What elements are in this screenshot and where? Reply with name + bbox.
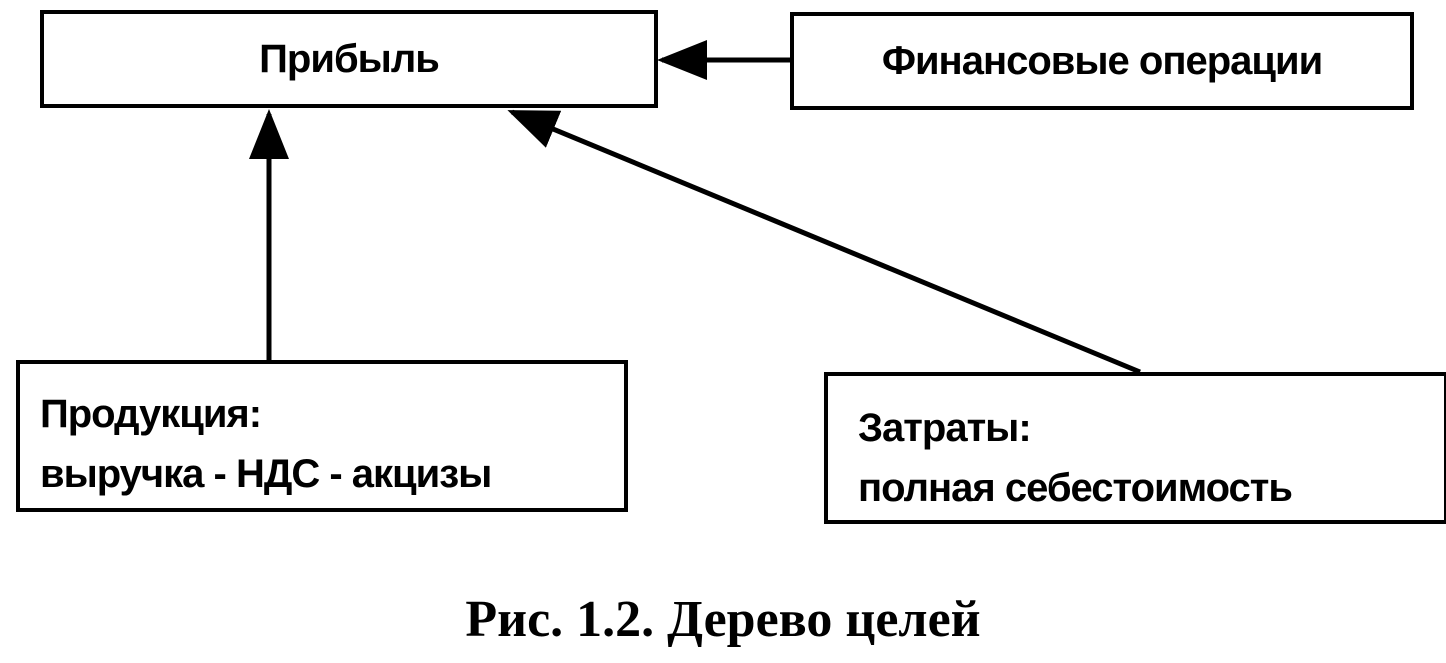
node-profit-label: Прибыль xyxy=(259,36,440,81)
arrow-costs-to-profit xyxy=(507,109,1141,375)
node-financial-operations-label: Финансовые операции xyxy=(881,38,1323,83)
node-product-title: Продукция: xyxy=(40,392,262,436)
node-costs-title: Затраты: xyxy=(858,406,1032,450)
node-product-formula: выручка - НДС - акцизы xyxy=(40,452,492,496)
figure-caption: Рис. 1.2. Дерево целей xyxy=(465,591,981,648)
node-costs: Затраты: полная себестоимость xyxy=(824,372,1446,524)
node-profit: Прибыль xyxy=(40,10,658,108)
node-financial-operations: Финансовые операции xyxy=(790,12,1414,110)
node-costs-detail: полная себестоимость xyxy=(858,466,1293,510)
node-product: Продукция: выручка - НДС - акцизы xyxy=(16,360,628,512)
